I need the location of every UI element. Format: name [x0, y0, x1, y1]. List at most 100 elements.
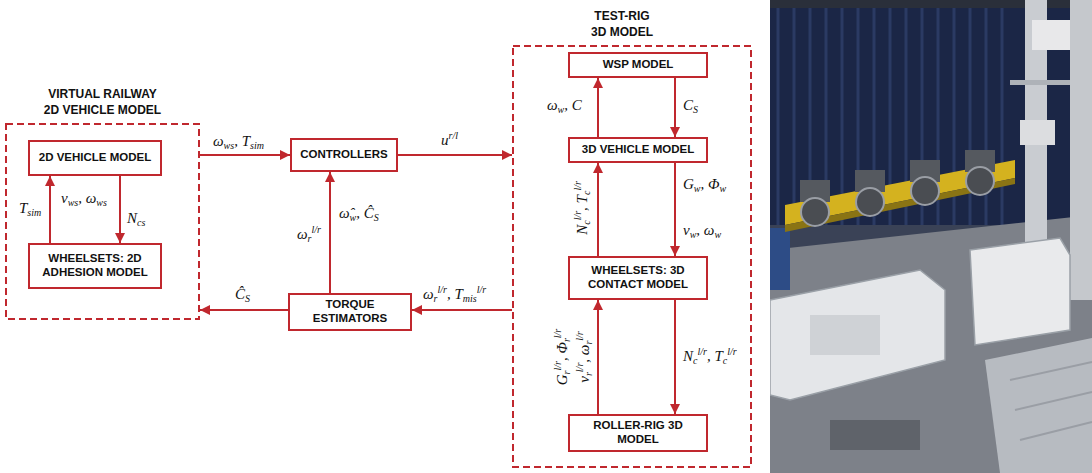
photo-detail: [770, 215, 1092, 473]
label-part: N: [127, 210, 137, 226]
photo-detail: [1010, 362, 1092, 440]
label-part: ws: [68, 197, 79, 208]
label-part: c: [693, 355, 697, 366]
label-part: ws: [224, 140, 235, 151]
photo-detail: [1032, 20, 1072, 50]
signal-label: Ncl/r, Tcl/r: [574, 180, 591, 236]
label-part: Ĉ: [235, 286, 245, 302]
label-part: r: [434, 293, 438, 304]
photo-detail: [856, 188, 884, 216]
model-box: 3D VEHICLE MODEL: [568, 137, 708, 163]
label-part: ω: [423, 286, 434, 302]
label-part: ω: [213, 133, 224, 149]
label-part: w: [558, 104, 565, 115]
box-label: 2D VEHICLE MODEL: [39, 151, 151, 165]
dashed-border: [513, 46, 751, 467]
signal-arrow: [329, 172, 331, 293]
signal-arrow: [597, 163, 599, 256]
box-label: WSP MODEL: [603, 58, 674, 72]
label-part: l/r: [574, 363, 585, 372]
label-part: S: [693, 104, 698, 115]
photo-detail: [911, 177, 939, 205]
signal-label: Ncl/r, Tcl/r: [682, 348, 738, 365]
box-label: 3D VEHICLE MODEL: [582, 143, 694, 157]
label-part: ω: [547, 97, 558, 113]
test-rig-photo: [770, 0, 1092, 473]
signal-arrow: [674, 163, 676, 256]
label-part: c: [581, 220, 592, 224]
label-part: l/r: [727, 346, 736, 357]
label-part: N: [574, 225, 590, 235]
signal-arrow: [597, 78, 599, 137]
label-part: S: [245, 293, 250, 304]
label-part: c: [581, 191, 592, 195]
label-part: C: [683, 97, 693, 113]
signal-arrow: [597, 300, 599, 414]
signal-label: ωrl/r: [296, 226, 322, 243]
model-box: ROLLER-RIG 3D MODEL: [568, 414, 708, 452]
label-part: w: [719, 183, 726, 194]
model-box: WSP MODEL: [568, 52, 708, 78]
label-part: c: [723, 355, 727, 366]
label-part: r: [561, 370, 572, 374]
signal-label: ωws, Tsim: [212, 133, 265, 150]
model-box: TORQUE ESTIMATORS: [288, 293, 412, 331]
photo-detail: [770, 0, 1092, 473]
box-label: WHEELSETS: 2D ADHESION MODEL: [36, 252, 154, 280]
signal-label: Ncs: [126, 210, 146, 227]
label-part: ws: [96, 197, 107, 208]
label-part: , T: [574, 195, 590, 211]
photo-detail: [970, 238, 1070, 345]
label-part: l/r: [438, 284, 447, 295]
photo-detail: [985, 338, 1092, 473]
label-part: , Φ: [554, 342, 570, 361]
signal-label: ur/l: [440, 132, 459, 149]
label-part: , T: [447, 286, 463, 302]
photo-detail: [830, 420, 920, 450]
model-box: CONTROLLERS: [290, 138, 398, 172]
signal-arrow: [674, 78, 676, 137]
signal-label: vw, ωw: [682, 222, 722, 239]
signal-label: Grl/r, Φrl/r: [554, 328, 571, 386]
signal-label: vws, ωws: [60, 190, 108, 207]
label-part: v: [576, 376, 592, 383]
label-part: , T: [707, 348, 723, 364]
label-part: S: [374, 212, 379, 223]
photo-detail: [770, 228, 790, 290]
label-part: ω̂: [339, 205, 350, 221]
label-part: w: [690, 229, 697, 240]
label-part: w: [350, 212, 357, 223]
photo-detail: [1010, 80, 1070, 85]
label-part: , Φ: [701, 176, 720, 192]
label-part: l/r: [552, 361, 563, 370]
photo-detail: [966, 167, 994, 195]
signal-label: vrl/r, ωrl/r: [576, 330, 593, 383]
label-part: ω: [297, 226, 308, 242]
label-part: v: [683, 222, 690, 238]
label-part: r: [583, 372, 594, 376]
label-part: G: [683, 176, 694, 192]
label-part: mis: [463, 293, 477, 304]
label-part: w: [694, 183, 701, 194]
signal-label: CS: [682, 97, 699, 114]
photo-detail: [1020, 120, 1055, 145]
signal-label: Gw, Φw: [682, 176, 727, 193]
signal-label: ĈS: [234, 286, 251, 303]
label-part: l/r: [312, 224, 321, 235]
label-part: r: [561, 338, 572, 342]
signal-label: ωrl/r, Tmisl/r: [422, 286, 487, 303]
label-part: , Ĉ: [356, 205, 374, 221]
label-part: N: [683, 348, 693, 364]
model-box: WHEELSETS: 3D CONTACT MODEL: [568, 256, 708, 300]
signal-arrow: [200, 154, 290, 156]
label-part: u: [441, 132, 449, 148]
model-group: VIRTUAL RAILWAY 2D VEHICLE MODEL2D VEHIC…: [5, 123, 200, 320]
label-part: l/r: [572, 181, 583, 190]
group-heading: TEST-RIG 3D MODEL: [587, 8, 657, 40]
signal-arrow: [674, 300, 676, 414]
label-part: sim: [250, 140, 264, 151]
label-part: r/l: [449, 130, 458, 141]
group-heading: VIRTUAL RAILWAY 2D VEHICLE MODEL: [41, 86, 165, 118]
box-label: WHEELSETS: 3D CONTACT MODEL: [576, 264, 700, 292]
label-part: w: [714, 229, 721, 240]
